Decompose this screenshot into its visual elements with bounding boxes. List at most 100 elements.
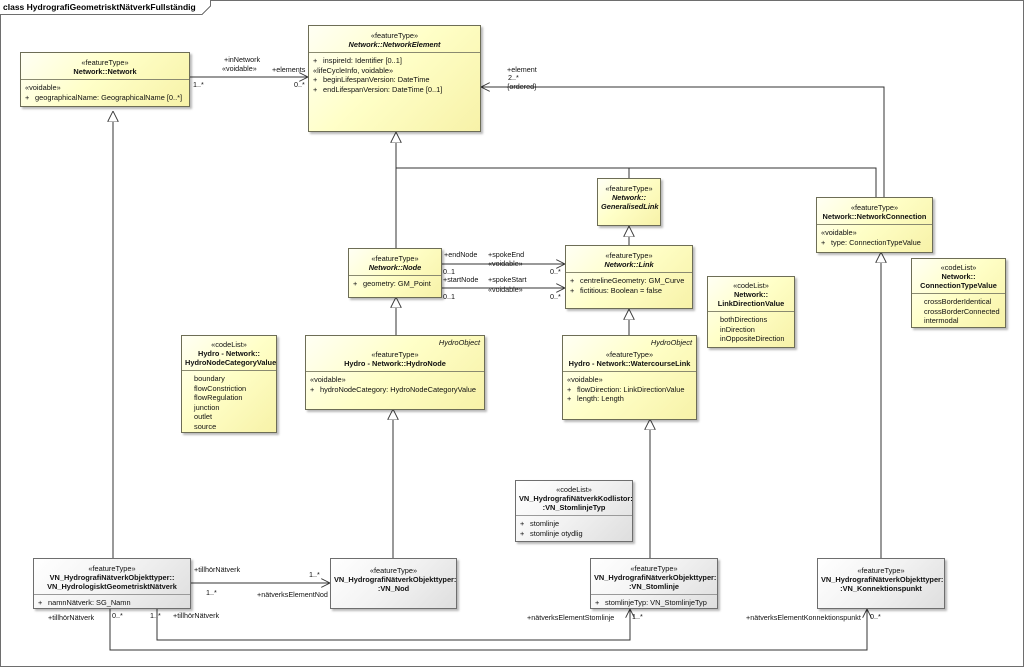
voidable-stereotype: «voidable»: [25, 83, 61, 92]
mult-natverk-nod-left: 1..*: [206, 588, 217, 597]
literal: junction: [194, 402, 220, 412]
literal: intermodal: [924, 316, 959, 326]
literal-section: boundary flowConstriction flowRegulation…: [182, 370, 276, 432]
stereotype: «featureType»: [81, 58, 129, 67]
attribute: +stomlinjeTyp: VN_StomlinjeTyp: [595, 598, 707, 607]
class-link[interactable]: «featureType» Network::Link +centrelineG…: [565, 245, 693, 309]
attribute-section: «voidable» +geographicalName: Geographic…: [21, 79, 189, 105]
attribute-section: +namnNätverk: SG_Namn: [34, 594, 190, 608]
codelist-connection-type[interactable]: «codeList» Network:: ConnectionTypeValue…: [911, 258, 1006, 328]
codelist-stomlinje-typ[interactable]: «codeList» VN_HydrografiNätverkKodlistor…: [515, 480, 633, 542]
voidable-stereotype: «voidable»: [310, 375, 346, 384]
class-node[interactable]: «featureType» Network::Node +geometry: G…: [348, 248, 442, 298]
mult-stomlinje: 1..*: [632, 612, 643, 621]
class-vn-stomlinje[interactable]: «featureType» VN_HydrografiNätverkObjekt…: [590, 558, 718, 609]
attribute-section: +stomlinjeTyp: VN_StomlinjeTyp: [591, 594, 717, 608]
attribute: +inspireId: Identifier [0..1]: [313, 56, 402, 65]
class-header: «featureType» VN_HydrografiNätverkObjekt…: [818, 559, 944, 596]
class-network[interactable]: «featureType» Network::Network «voidable…: [20, 52, 190, 107]
stereotype: «featureType»: [850, 203, 899, 212]
class-header: HydroObject «featureType» Hydro - Networ…: [306, 336, 484, 371]
class-header: «codeList» Hydro - Network:: HydroNodeCa…: [182, 336, 276, 370]
gen-link-tree[interactable]: [396, 167, 630, 178]
attribute: +beginLifespanVersion: DateTime: [313, 75, 430, 85]
literal-section: bothDirections inDirection inOppositeDir…: [708, 311, 794, 347]
class-name: Network::: [611, 193, 647, 202]
class-name: Network::Network: [73, 67, 137, 76]
object-tag: HydroObject: [438, 338, 480, 347]
class-name: Hydro - Network::WatercourseLink: [568, 359, 691, 368]
voidable-stereotype: «voidable»: [567, 375, 603, 384]
stereotype: «featureType»: [605, 251, 653, 260]
mult-natverk-nod-right: 1..*: [309, 570, 320, 579]
literal: source: [194, 421, 217, 431]
stereotype: «codeList»: [733, 281, 769, 290]
role-natverks-element-stomlinje: +nätverksElementStomlinje: [527, 613, 615, 622]
class-name: VN_HydrografiNätverkObjekttyper:: [334, 575, 457, 584]
class-name-line2: HydroNodeCategoryValue: [185, 358, 277, 367]
attribute: +centrelineGeometry: GM_Curve: [570, 276, 685, 285]
voidable-in-network: «voidable»: [222, 64, 257, 73]
attribute: +hydroNodeCategory: HydroNodeCategoryVal…: [310, 384, 476, 394]
class-header: «codeList» Network:: LinkDirectionValue: [708, 277, 794, 311]
class-vn-konnektionspunkt[interactable]: «featureType» VN_HydrografiNätverkObjekt…: [817, 558, 945, 609]
class-name-line2: :VN_Stomlinje: [628, 582, 680, 591]
class-header: «featureType» VN_HydrografiNätverkObjekt…: [331, 559, 456, 596]
class-name: Network::: [733, 290, 769, 299]
class-name: VN_HydrografiNätverkObjekttyper:: [594, 573, 717, 582]
class-name: Hydro - Network::HydroNode: [344, 359, 446, 368]
class-name: VN_HydrografiNätverkObjekttyper::: [49, 573, 175, 582]
mult-tillhor-stom: 1..*: [150, 611, 161, 620]
class-vn-nod[interactable]: «featureType» VN_HydrografiNätverkObjekt…: [330, 558, 457, 609]
class-header: «codeList» Network:: ConnectionTypeValue: [912, 259, 1005, 293]
attribute: +fictitious: Boolean = false: [570, 285, 662, 295]
attribute: +length: Length: [567, 394, 624, 404]
assoc-natverk-konnektion[interactable]: [110, 609, 867, 651]
class-hydro-node[interactable]: HydroObject «featureType» Hydro - Networ…: [305, 335, 485, 410]
object-tag: HydroObject: [650, 338, 692, 347]
class-name-line2: LinkDirectionValue: [717, 299, 785, 308]
codelist-link-direction[interactable]: «codeList» Network:: LinkDirectionValue …: [707, 276, 795, 348]
stereotype: «featureType»: [370, 31, 419, 40]
class-name-line2: :VN_Konnektionspunkt: [840, 584, 922, 593]
attribute-section: «voidable» +hydroNodeCategory: HydroNode…: [306, 371, 484, 397]
literal: crossBorderIdentical: [924, 297, 992, 306]
class-name-line2: GeneralisedLink: [601, 202, 659, 211]
literal: flowConstriction: [194, 383, 247, 393]
role-elements: +elements: [272, 65, 306, 74]
class-name-line2: ConnectionTypeValue: [920, 281, 997, 290]
assoc-connection-element[interactable]: [481, 87, 885, 197]
attribute: +flowDirection: LinkDirectionValue: [567, 384, 685, 394]
codelist-hydro-node-category[interactable]: «codeList» Hydro - Network:: HydroNodeCa…: [181, 335, 277, 433]
mult-spoke-start: 0..*: [550, 292, 561, 301]
class-name-line2: :VN_StomlinjeTyp: [542, 503, 606, 512]
class-header: «featureType» Network::NetworkConnection: [817, 198, 932, 224]
stereotype: «featureType»: [605, 184, 653, 193]
class-generalised-link[interactable]: «featureType» Network:: GeneralisedLink: [597, 178, 661, 226]
class-name: Network::Link: [604, 260, 654, 269]
class-watercourse-link[interactable]: HydroObject «featureType» Hydro - Networ…: [562, 335, 697, 420]
mult-elements: 0..*: [294, 80, 305, 89]
role-in-network: +inNetwork: [224, 55, 261, 64]
class-header: HydroObject «featureType» Hydro - Networ…: [563, 336, 696, 371]
class-geometriskt-natverk[interactable]: «featureType» VN_HydrografiNätverkObjekt…: [33, 558, 191, 609]
role-start-node: +startNode: [443, 275, 479, 284]
assoc-natverk-stomlinje[interactable]: [157, 609, 630, 641]
role-natverks-element-konnektionspunkt: +nätverksElementKonnektionspunkt: [746, 613, 861, 622]
class-network-element[interactable]: «featureType» Network::NetworkElement +i…: [308, 25, 481, 132]
class-name: Hydro - Network::: [197, 349, 260, 358]
mult-konnektionspunkt: 0..*: [870, 612, 881, 621]
stereotype: «featureType»: [605, 350, 654, 359]
role-tillhor-natverk-nod: +tillhörNätverk: [194, 565, 241, 574]
gen-connection-tree[interactable]: [629, 167, 877, 197]
attribute-section: +centrelineGeometry: GM_Curve +fictitiou…: [566, 272, 692, 298]
class-name: Network::NetworkElement: [348, 40, 441, 49]
class-header: «codeList» VN_HydrografiNätverkKodlistor…: [516, 481, 632, 515]
voidable-spoke-start: «voidable»: [488, 285, 523, 294]
mult-tillhor-konn: 0..*: [112, 611, 123, 620]
class-name: Network::NetworkConnection: [822, 212, 927, 221]
class-network-connection[interactable]: «featureType» Network::NetworkConnection…: [816, 197, 933, 253]
class-name: Network::: [941, 272, 976, 281]
lifecycle-stereotype: «lifeCycleInfo, voidable»: [313, 65, 394, 75]
